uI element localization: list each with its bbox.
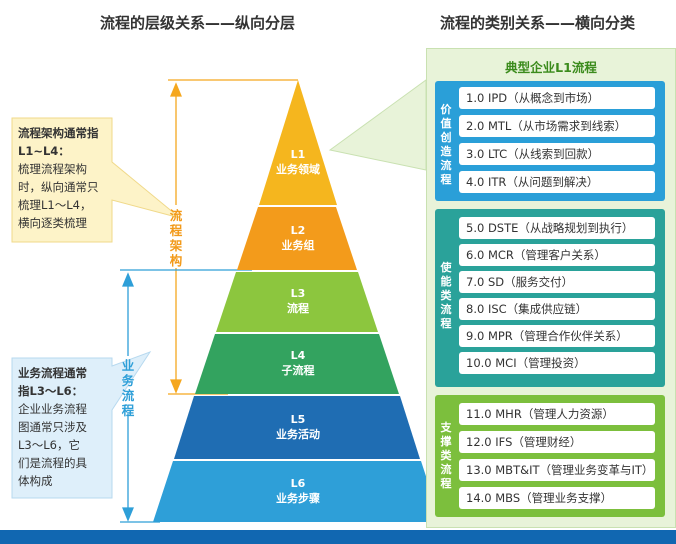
- group-value-creation: 价值创造流程 1.0 IPD（从概念到市场） 2.0 MTL（从市场需求到线索）…: [435, 81, 665, 201]
- bottom-bar: [0, 530, 676, 544]
- note-bottom-box: [11, 351, 152, 499]
- note-top-line: 横向逐类梳理: [18, 216, 87, 230]
- note-bottom: 业务流程通常 指L3～L6： 企业业务流程 图通常只涉及 L3～L6，它 们是流…: [18, 364, 110, 490]
- business-bracket: [120, 269, 252, 523]
- level-code: L6: [290, 477, 306, 490]
- level-name: 子流程: [281, 364, 315, 377]
- process-item: 13.0 MBT&IT（管理业务变革与IT）: [459, 459, 655, 481]
- process-item: 6.0 MCR（管理客户关系）: [459, 244, 655, 266]
- pyramid-level-l4: [195, 334, 399, 394]
- level-name: 业务领域: [276, 163, 320, 176]
- note-bottom-line: 体构成: [18, 474, 53, 488]
- level-label-l6: L6 业务步骤: [258, 476, 338, 506]
- group-label: 使能类流程: [440, 261, 452, 330]
- level-code: L4: [290, 349, 306, 362]
- note-top-line: 梳理L1～L4，: [18, 198, 92, 212]
- pyramid-level-l6: [153, 461, 441, 522]
- process-item: 4.0 ITR（从问题到解决）: [459, 171, 655, 193]
- level-label-l4: L4 子流程: [258, 348, 338, 378]
- process-item: 12.0 IFS（管理财经）: [459, 431, 655, 453]
- pyramid-level-l3: [216, 272, 378, 332]
- level-label-l2: L2 业务组: [258, 223, 338, 253]
- pyramid-level-l5: [174, 396, 420, 459]
- note-top-title: 流程架构通常指: [18, 126, 99, 140]
- level-name: 业务活动: [276, 428, 320, 441]
- level-label-l1: L1 业务领域: [268, 147, 328, 177]
- group-enabling: 使能类流程 5.0 DSTE（从战略规划到执行） 6.0 MCR（管理客户关系）…: [435, 209, 665, 387]
- note-bottom-line: 图通常只涉及: [18, 420, 87, 434]
- note-bottom-line: 企业业务流程: [18, 402, 87, 416]
- process-item: 1.0 IPD（从概念到市场）: [459, 87, 655, 109]
- architecture-bracket: [168, 79, 298, 395]
- note-top-line: 梳理流程架构: [18, 162, 87, 176]
- note-bottom-line: L3～L6，它: [18, 438, 80, 452]
- level-name: 业务步骤: [276, 492, 320, 505]
- process-item: 14.0 MBS（管理业务支撑）: [459, 487, 655, 509]
- level-label-l3: L3 流程: [258, 286, 338, 316]
- group-label: 价值创造流程: [440, 103, 452, 186]
- pyramid-level-l2: [237, 207, 357, 270]
- process-item: 9.0 MPR（管理合作伙伴关系）: [459, 325, 655, 347]
- level-label-l5: L5 业务活动: [258, 412, 338, 442]
- note-top-title-2: L1~L4：: [18, 144, 70, 158]
- callout-wedge: [328, 79, 427, 171]
- process-item: 7.0 SD（服务交付）: [459, 271, 655, 293]
- architecture-label: 流程架构: [169, 208, 183, 268]
- process-item: 8.0 ISC（集成供应链）: [459, 298, 655, 320]
- note-top-box: [11, 117, 181, 243]
- note-bottom-title-2: 指L3～L6：: [18, 384, 84, 398]
- level-name: 流程: [287, 302, 309, 315]
- level-code: L1: [290, 148, 306, 161]
- note-bottom-line: 们是流程的具: [18, 456, 87, 470]
- right-header: 流程的类别关系——横向分类: [440, 14, 636, 32]
- process-item: 10.0 MCI（管理投资）: [459, 352, 655, 374]
- l1-process-panel: 典型企业L1流程 价值创造流程 1.0 IPD（从概念到市场） 2.0 MTL（…: [426, 48, 676, 528]
- pyramid-level-l1: [259, 80, 337, 205]
- process-item: 3.0 LTC（从线索到回款）: [459, 143, 655, 165]
- process-item: 2.0 MTL（从市场需求到线索）: [459, 115, 655, 137]
- process-item: 5.0 DSTE（从战略规划到执行）: [459, 217, 655, 239]
- business-label: 业务流程: [121, 358, 135, 418]
- panel-title: 典型企业L1流程: [505, 60, 597, 75]
- level-name: 业务组: [281, 239, 315, 252]
- process-item: 11.0 MHR（管理人力资源）: [459, 403, 655, 425]
- level-code: L5: [290, 413, 306, 426]
- note-bottom-title: 业务流程通常: [18, 366, 87, 380]
- left-header: 流程的层级关系——纵向分层: [100, 14, 296, 32]
- level-code: L2: [290, 224, 306, 237]
- note-top-line: 时，纵向通常只: [18, 180, 99, 194]
- note-top: 流程架构通常指 L1~L4： 梳理流程架构 时，纵向通常只 梳理L1～L4， 横…: [18, 124, 110, 232]
- group-label: 支撑类流程: [440, 421, 452, 490]
- group-support: 支撑类流程 11.0 MHR（管理人力资源） 12.0 IFS（管理财经） 13…: [435, 395, 665, 517]
- level-code: L3: [290, 287, 306, 300]
